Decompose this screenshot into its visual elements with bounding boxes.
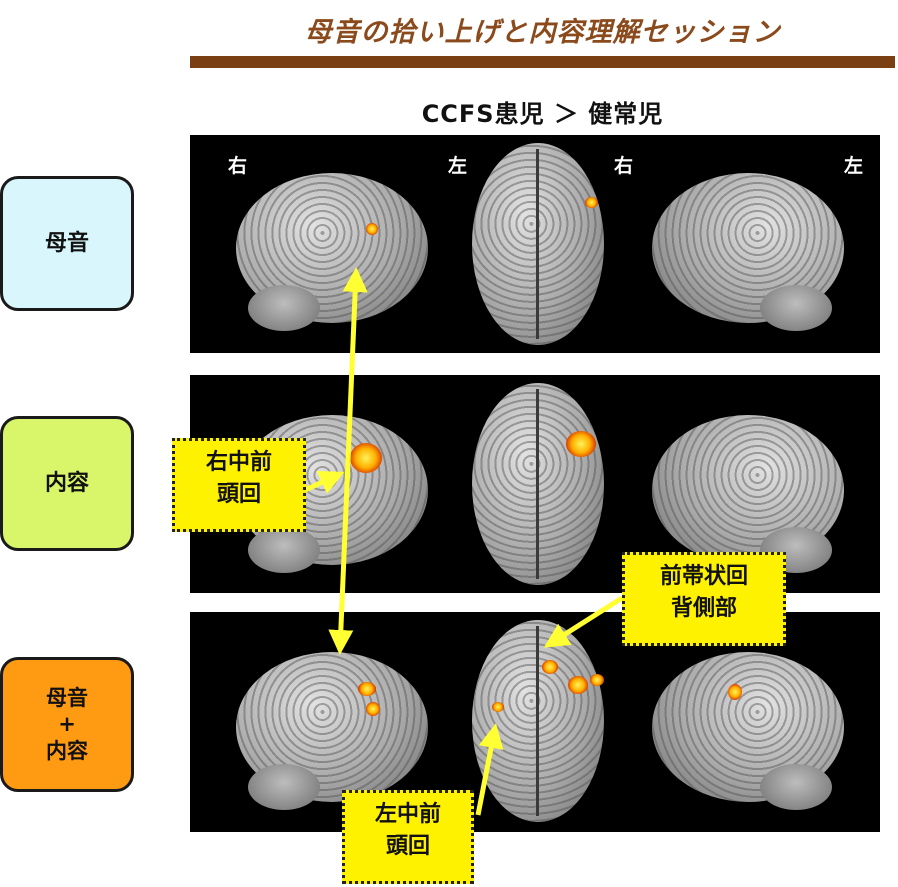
condition-label: 母音 (45, 230, 89, 258)
label-line: 左中前 (345, 799, 471, 831)
brain-left-lateral (652, 415, 844, 565)
brain-top-view (472, 143, 604, 345)
activation-spot (366, 223, 378, 235)
brain-panel-vowel: 右 左 右 左 (190, 135, 880, 353)
comparison-heading: CCFS患児 ＞ 健常児 (190, 94, 895, 129)
label-line: 背側部 (625, 593, 783, 625)
page-title: 母音の拾い上げと内容理解セッション (190, 10, 895, 49)
brain-right-lateral (236, 652, 428, 802)
brain-top-view (472, 620, 604, 822)
activation-spot (350, 443, 382, 473)
activation-spot (590, 674, 604, 686)
label-anterior-cingulate-dorsal: 前帯状回 背側部 (622, 552, 786, 646)
activation-spot (728, 684, 742, 700)
condition-label: 内容 (45, 470, 89, 498)
label-left-middle-frontal-gyrus: 左中前 頭回 (342, 790, 474, 884)
activation-spot (585, 197, 598, 208)
activation-spot (358, 682, 376, 696)
title-underline (190, 56, 895, 68)
brain-right-lateral (236, 173, 428, 323)
condition-content: 内容 (0, 416, 134, 551)
activation-spot (568, 676, 588, 694)
label-right-middle-frontal-gyrus: 右中前 頭回 (172, 438, 306, 532)
condition-label-line: + (46, 711, 88, 737)
label-line: 頭回 (345, 831, 471, 863)
side-label-right: 右 (614, 151, 633, 178)
brain-left-lateral (652, 173, 844, 323)
brain-left-lateral (652, 652, 844, 802)
brain-top-view (472, 383, 604, 585)
condition-label-line: 母音 (46, 685, 88, 711)
side-label-left: 左 (448, 151, 467, 178)
condition-vowel-plus-content: 母音 + 内容 (0, 657, 134, 792)
label-line: 右中前 (175, 447, 303, 479)
condition-label-line: 内容 (46, 738, 88, 764)
side-label-left: 左 (844, 151, 863, 178)
label-line: 前帯状回 (625, 561, 783, 593)
activation-spot (542, 660, 558, 674)
side-label-right: 右 (228, 151, 247, 178)
condition-vowel: 母音 (0, 176, 134, 311)
label-line: 頭回 (175, 479, 303, 511)
activation-spot (492, 702, 504, 712)
activation-spot (566, 431, 596, 457)
activation-spot (366, 702, 380, 716)
